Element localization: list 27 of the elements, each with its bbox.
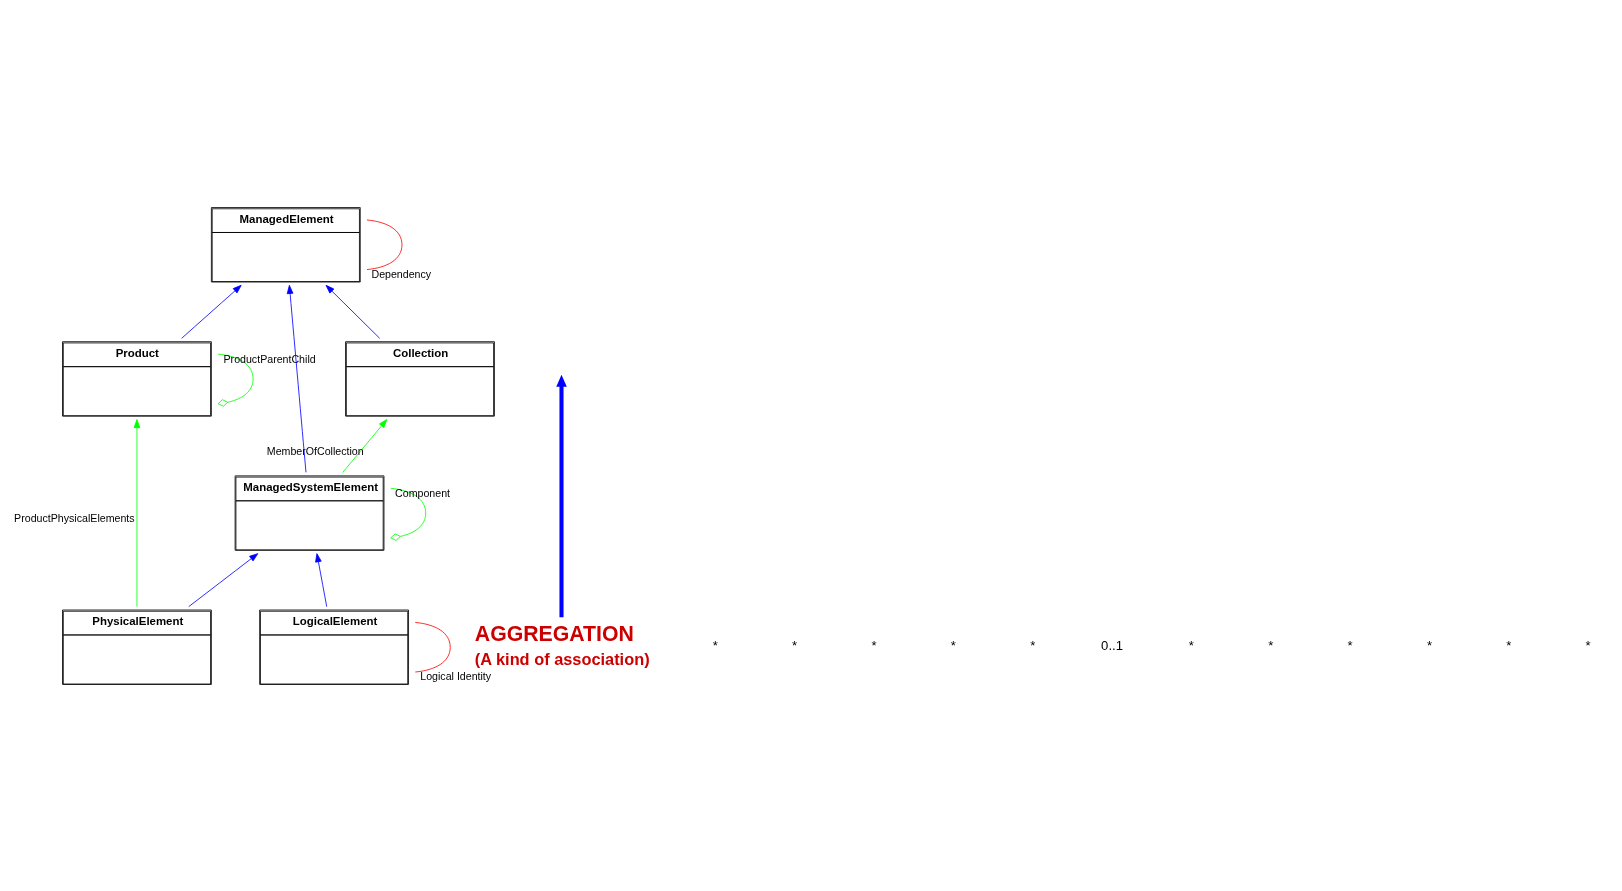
label: * (1506, 637, 1512, 653)
arrow (315, 552, 328, 607)
label: * (1585, 637, 1591, 653)
label: * (950, 637, 956, 653)
connector (217, 353, 254, 407)
edge-label: Dependency (371, 267, 432, 280)
label: * (792, 637, 798, 653)
connector (414, 621, 451, 672)
arrow (325, 284, 381, 339)
label: * (1426, 637, 1432, 653)
label: 0..1 (1101, 637, 1123, 653)
label: * (871, 637, 877, 653)
edge-label: Logical Identity (420, 669, 492, 682)
edge-label: MemberOfCollection (266, 444, 364, 457)
connector (366, 219, 403, 270)
label: * (1030, 637, 1036, 653)
arrow (342, 418, 388, 473)
label: * (1347, 637, 1353, 653)
arrow (133, 418, 141, 607)
arrow (188, 552, 259, 607)
arrow (286, 284, 307, 473)
arrow (181, 284, 242, 339)
label: * (1188, 637, 1194, 653)
edge-label: ProductPhysicalElements (14, 511, 135, 524)
node-text: AGGREGATION (A kind of association) (474, 621, 650, 668)
label: * (1268, 637, 1274, 653)
label: * (712, 637, 718, 653)
